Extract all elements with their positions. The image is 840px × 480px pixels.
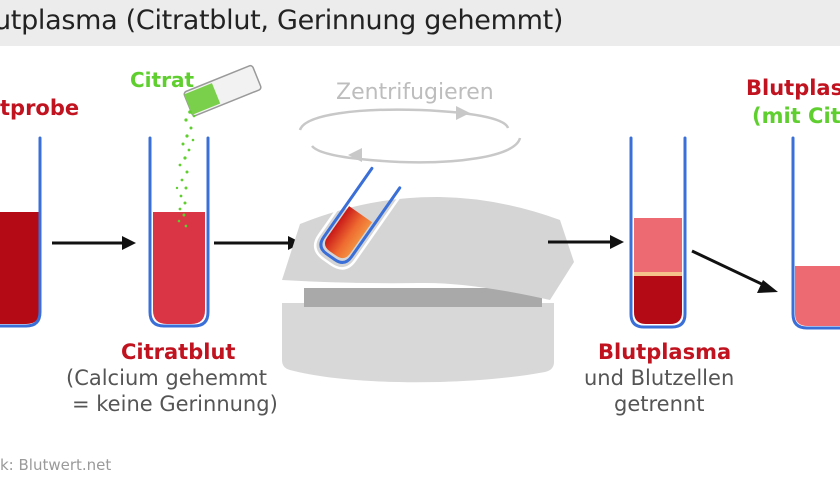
citrat-label: Citrat <box>130 68 195 92</box>
mit-citrat-label: (mit Cit <box>752 104 840 128</box>
und-blutzellen-label: und Blutzellen <box>584 366 735 390</box>
source-credit: k: Blutwert.net <box>0 456 112 474</box>
plasma-tube <box>791 136 840 330</box>
blutprobe-label: tprobe <box>0 96 80 120</box>
title-bar: utplasma (Citratblut, Gerinnung gehemmt) <box>0 0 840 46</box>
blutplasma-label: Blutplasma <box>598 340 732 364</box>
arrow-4 <box>691 249 778 293</box>
zentrifugieren-label: Zentrifugieren <box>336 80 494 105</box>
blutplasma-right-label: Blutplas <box>746 76 840 100</box>
rotation-arrows <box>298 106 522 164</box>
blood-sample-tube <box>0 136 42 328</box>
arrow-3 <box>548 235 624 249</box>
citrate-granules <box>175 110 196 228</box>
getrennt-label: getrennt <box>614 392 705 416</box>
arrow-1 <box>52 236 136 250</box>
separated-tube <box>629 136 687 329</box>
centrifuge-tube <box>313 164 405 270</box>
citrate-blood-tube <box>148 136 210 328</box>
calcium-line2: = keine Gerinnung) <box>72 392 278 416</box>
page-title: utplasma (Citratblut, Gerinnung gehemmt) <box>0 5 564 36</box>
calcium-line1: (Calcium gehemmt <box>66 366 268 390</box>
citrate-packet <box>183 64 262 117</box>
arrow-2 <box>214 236 302 250</box>
citratblut-label: Citratblut <box>121 340 236 364</box>
